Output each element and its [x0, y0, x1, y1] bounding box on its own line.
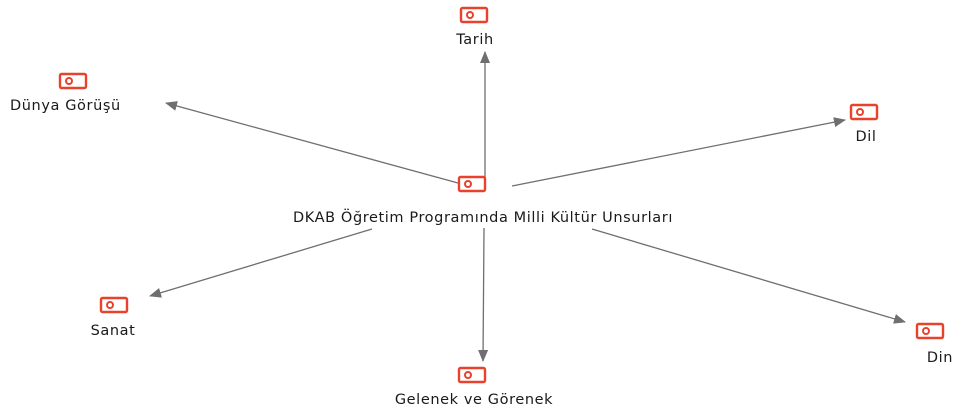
node-tarih[interactable]: Tarih — [455, 6, 494, 48]
code-icon — [849, 103, 879, 121]
code-icon — [58, 72, 88, 90]
node-center[interactable]: DKAB Öğretim Programında Milli Kültür Un… — [293, 175, 673, 226]
node-sanat[interactable]: Sanat — [91, 296, 136, 339]
edges — [149, 51, 906, 362]
node-label-tarih: Tarih — [455, 32, 494, 48]
node-label-dunya-gorusu: Dünya Görüşü — [10, 98, 121, 114]
edge-to-dunya-gorusu — [165, 101, 459, 184]
node-label-din: Din — [927, 350, 953, 366]
edge-to-gelenek-ve-gorenek — [478, 227, 489, 362]
code-icon — [457, 366, 487, 384]
edge-to-dil — [511, 117, 846, 187]
node-gelenek-ve-gorenek[interactable]: Gelenek ve Görenek — [395, 366, 553, 408]
code-icon — [457, 175, 487, 193]
node-label-sanat: Sanat — [91, 323, 136, 339]
node-dunya-gorusu[interactable]: Dünya Görüşü — [10, 72, 121, 114]
code-icon — [99, 296, 129, 314]
edge-to-din — [591, 228, 906, 324]
edge-to-sanat — [149, 228, 373, 298]
node-label-dil: Dil — [855, 129, 876, 145]
node-label-center: DKAB Öğretim Programında Milli Kültür Un… — [293, 208, 673, 226]
node-label-gelenek-ve-gorenek: Gelenek ve Görenek — [395, 392, 553, 408]
node-dil[interactable]: Dil — [849, 103, 879, 145]
code-icon — [915, 322, 945, 340]
node-din[interactable]: Din — [915, 322, 953, 366]
code-icon — [459, 6, 489, 24]
